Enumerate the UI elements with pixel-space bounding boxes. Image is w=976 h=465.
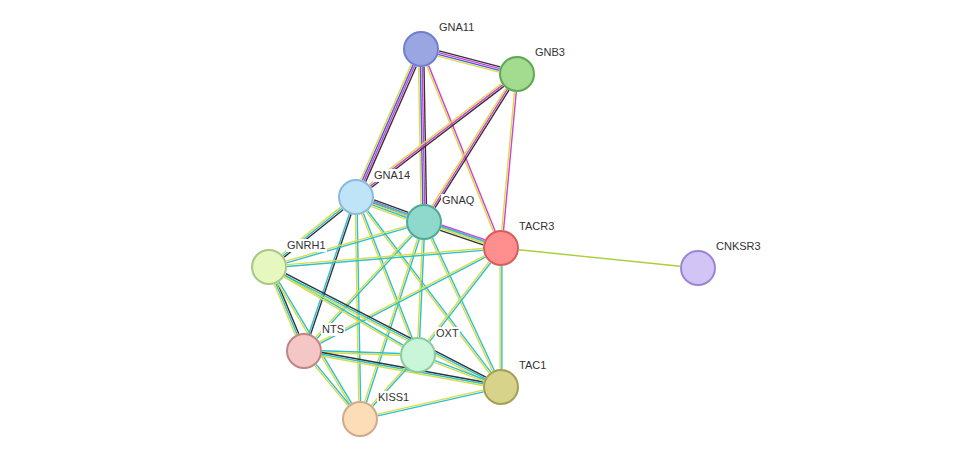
interaction-edge: [434, 361, 484, 382]
evidence-strand: [371, 86, 503, 187]
evidence-strand: [438, 54, 499, 70]
evidence-strand: [277, 283, 350, 404]
interaction-edge: [432, 88, 509, 207]
node-label: CNKSR3: [715, 240, 762, 253]
evidence-strand: [504, 92, 517, 230]
evidence-strand: [285, 275, 485, 378]
evidence-strand: [499, 266, 500, 369]
evidence-strand: [372, 207, 406, 220]
evidence-strand: [364, 66, 415, 181]
protein-node: TACR3: [483, 230, 519, 266]
evidence-strand: [311, 214, 351, 334]
interaction-edge: [427, 65, 495, 231]
evidence-strand: [432, 88, 506, 206]
evidence-strand: [519, 250, 680, 266]
protein-node: NTS: [286, 333, 322, 369]
node-label: NTS: [321, 323, 345, 336]
interaction-edge: [500, 266, 502, 369]
evidence-strand: [429, 65, 496, 231]
evidence-strand: [441, 227, 484, 241]
evidence-strand: [501, 266, 502, 369]
evidence-strand: [427, 66, 494, 232]
evidence-strand: [434, 362, 483, 381]
evidence-strand: [439, 53, 500, 69]
evidence-strand: [438, 56, 499, 72]
interaction-edge: [309, 214, 351, 334]
interaction-edge: [277, 282, 351, 404]
evidence-strand: [440, 230, 483, 244]
protein-node: GNA11: [403, 31, 439, 67]
protein-node: TAC1: [483, 369, 519, 405]
protein-node: GNAQ: [406, 204, 442, 240]
evidence-strand: [362, 65, 413, 180]
protein-node: OXT: [400, 337, 436, 373]
evidence-strand: [430, 263, 491, 342]
evidence-strand: [284, 210, 343, 257]
evidence-strand: [435, 361, 484, 380]
interaction-edge: [419, 67, 427, 204]
interaction-edge: [286, 226, 407, 263]
evidence-strand: [434, 89, 508, 207]
node-label: GNA14: [373, 169, 411, 182]
evidence-strand: [286, 274, 486, 377]
evidence-strand: [441, 229, 484, 243]
evidence-strand: [372, 205, 406, 218]
interaction-edge: [428, 262, 490, 342]
evidence-strand: [309, 214, 349, 334]
evidence-strand: [377, 390, 483, 414]
evidence-strand: [370, 85, 502, 186]
evidence-strand: [287, 250, 483, 266]
node-label: TACR3: [518, 220, 555, 233]
node-label: GNB3: [534, 46, 566, 59]
evidence-strand: [315, 365, 348, 405]
protein-node: GNA14: [338, 179, 374, 215]
protein-node: GNRH1: [251, 249, 287, 285]
node-label: OXT: [435, 327, 460, 340]
evidence-strand: [366, 67, 417, 182]
evidence-strand: [378, 392, 484, 416]
interaction-edge: [377, 390, 483, 416]
evidence-strand: [279, 282, 352, 403]
interaction-edge: [502, 92, 516, 230]
evidence-strand: [428, 262, 489, 341]
interaction-edge: [315, 364, 350, 405]
interaction-edge: [438, 51, 501, 72]
interaction-edge: [519, 250, 680, 266]
evidence-strand: [373, 204, 484, 243]
interaction-edge: [440, 225, 485, 245]
interaction-edge: [373, 202, 485, 243]
interaction-edge: [369, 83, 504, 187]
evidence-strand: [373, 202, 484, 241]
protein-node: CNKSR3: [680, 250, 716, 286]
node-label: GNRH1: [286, 239, 327, 252]
protein-node: GNB3: [499, 56, 535, 92]
node-label: GNAQ: [441, 194, 475, 207]
node-label: GNA11: [438, 21, 475, 34]
evidence-strand: [419, 67, 421, 204]
protein-node: KISS1: [342, 401, 378, 437]
evidence-strand: [316, 364, 349, 404]
evidence-strand: [502, 92, 515, 230]
interaction-edge: [361, 64, 416, 181]
evidence-strand: [284, 277, 484, 380]
evidence-strand: [435, 90, 509, 208]
node-label: KISS1: [377, 391, 410, 404]
node-label: TAC1: [518, 359, 547, 372]
